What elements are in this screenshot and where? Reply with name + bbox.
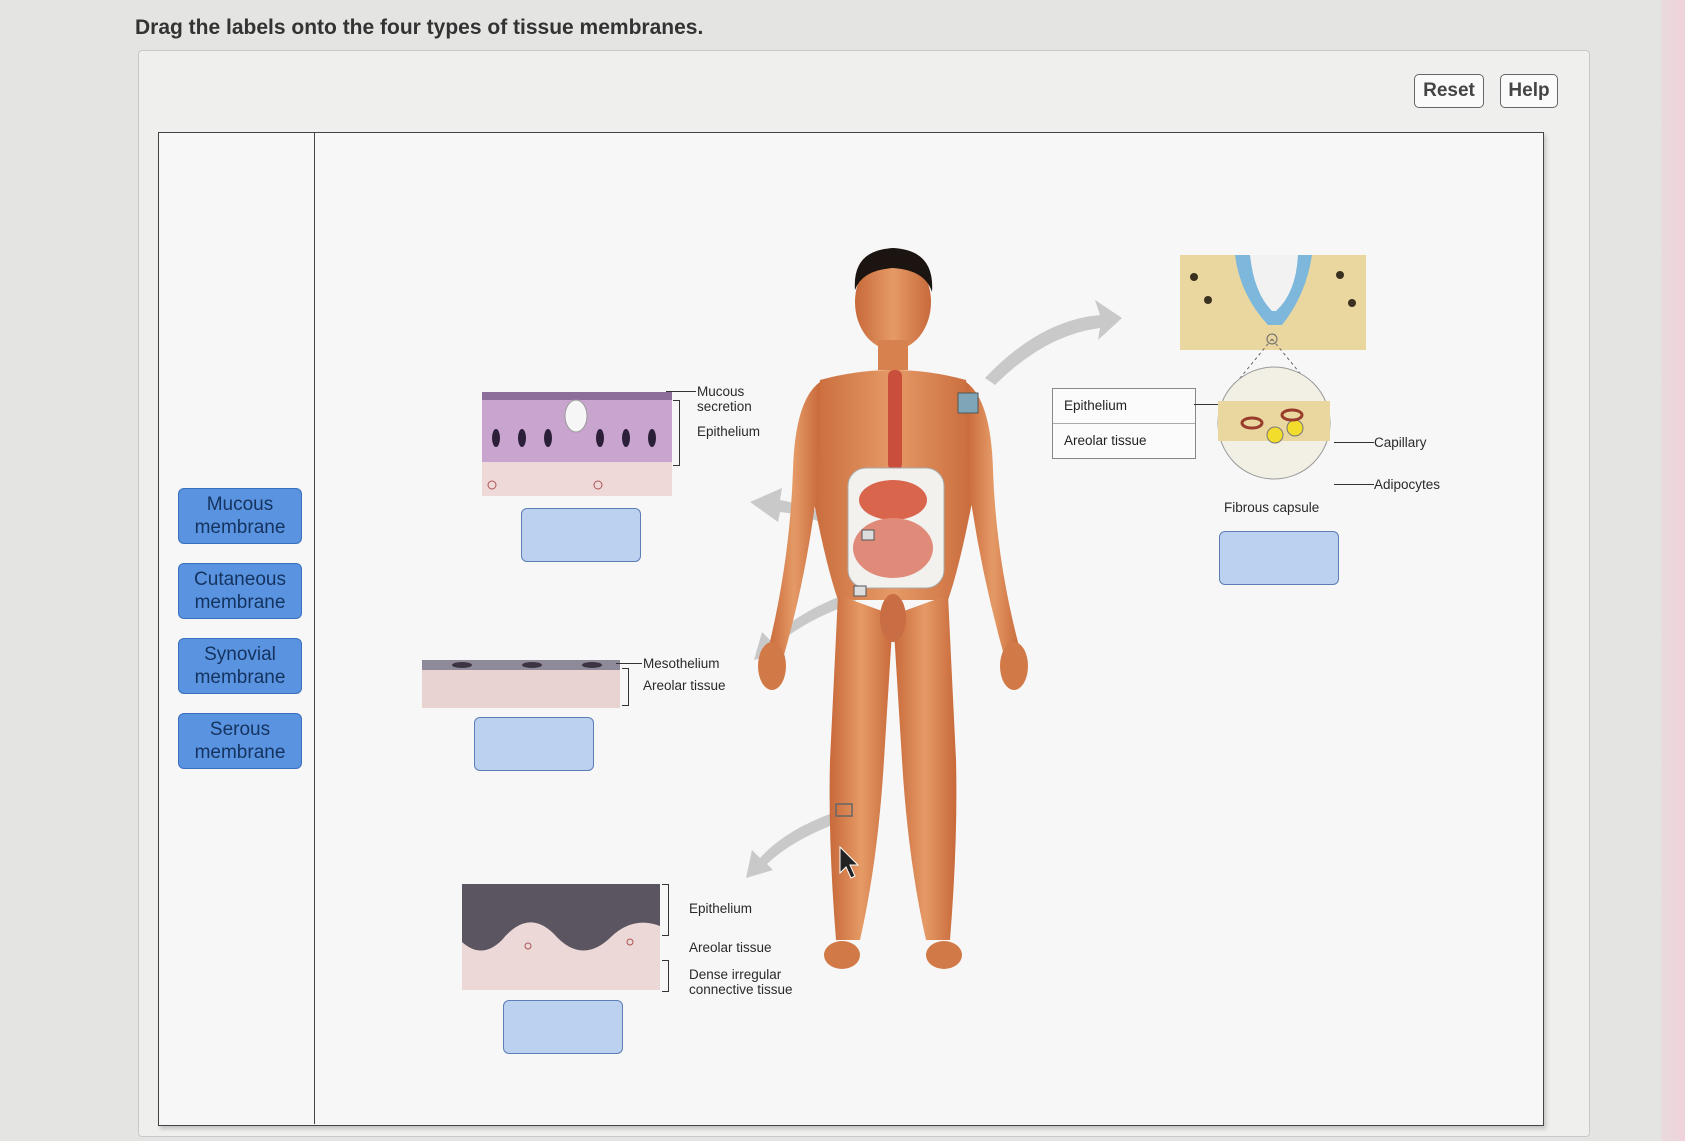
epithelium-bracket <box>662 884 669 936</box>
epithelium-bracket <box>673 400 680 466</box>
label-mesothelium: Mesothelium <box>643 656 720 671</box>
drop-target-mucous[interactable] <box>521 508 641 562</box>
leader-line <box>666 391 696 393</box>
label-areolar-tissue: Areolar tissue <box>689 940 772 955</box>
chip-line1: Cutaneous <box>194 569 286 590</box>
chip-line1: Mucous <box>206 494 274 515</box>
chip-line2: membrane <box>194 517 286 538</box>
drop-target-synovial[interactable] <box>1219 531 1339 585</box>
serous-membrane-histology <box>422 660 620 708</box>
help-button[interactable]: Help <box>1500 74 1558 108</box>
dense-tissue-bracket <box>662 960 669 992</box>
page-edge <box>1661 0 1685 1141</box>
instruction-text: Drag the labels onto the four types of t… <box>135 16 704 39</box>
synovial-layers-table: Epithelium Areolar tissue <box>1052 388 1196 459</box>
chip-line2: membrane <box>194 592 286 613</box>
label-capillary: Capillary <box>1374 435 1427 450</box>
drop-target-cutaneous[interactable] <box>503 1000 623 1054</box>
label-epithelium: Epithelium <box>689 901 753 916</box>
leader-line <box>1334 442 1374 444</box>
leader-line <box>1334 484 1374 486</box>
leader-line <box>616 663 642 665</box>
leader-line <box>1194 404 1218 406</box>
areolar-bracket <box>622 668 629 706</box>
mucous-membrane-histology <box>482 392 672 496</box>
label-fibrous-capsule: Fibrous capsule <box>1224 500 1320 515</box>
cutaneous-membrane-histology <box>462 884 660 990</box>
label-areolar-tissue: Areolar tissue <box>1064 433 1147 448</box>
label-areolar-tissue: Areolar tissue <box>643 678 726 693</box>
chip-line1: Serous <box>209 719 271 740</box>
chip-line2: membrane <box>194 667 286 688</box>
chip-line1: Synovial <box>204 644 276 665</box>
drop-target-serous[interactable] <box>474 717 594 771</box>
label-epithelium: Epithelium <box>697 424 761 439</box>
label-adipocytes: Adipocytes <box>1374 477 1441 492</box>
chip-line2: membrane <box>194 742 286 763</box>
label-epithelium: Epithelium <box>1053 389 1195 424</box>
reset-button[interactable]: Reset <box>1414 74 1484 108</box>
synovial-joint-illustration <box>1180 255 1366 480</box>
